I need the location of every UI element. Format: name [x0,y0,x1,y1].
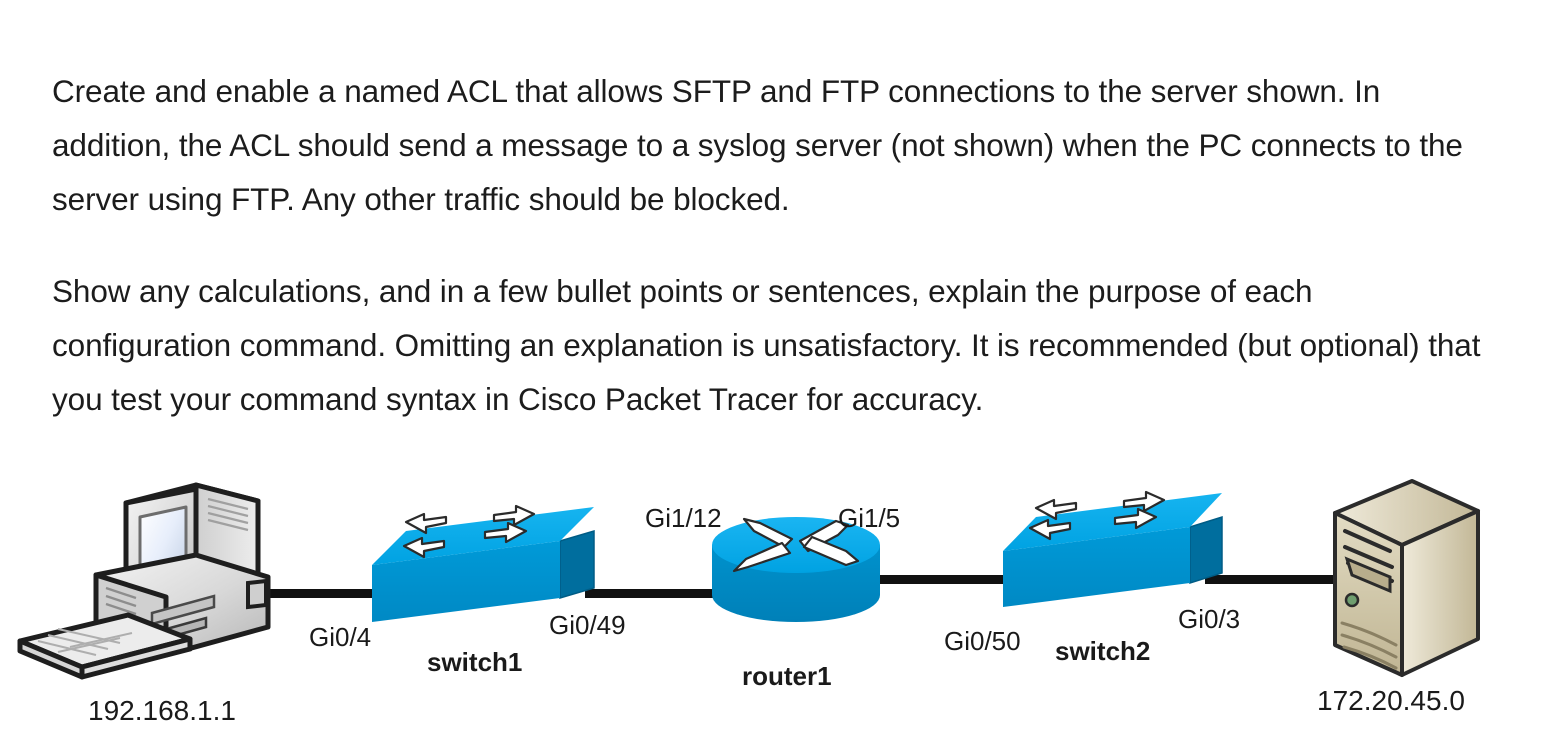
switch2-icon [1003,490,1223,607]
instruction-paragraph-1: Create and enable a named ACL that allow… [52,72,1463,217]
device-name-switch2: switch2 [1055,636,1151,666]
link-switch1-router1 [585,589,715,598]
ip-label-server: 172.20.45.0 [1317,685,1465,716]
interface-label-switch2-left: Gi0/50 [944,626,1021,656]
ip-label-pc: 192.168.1.1 [88,695,236,726]
pc-icon [17,482,271,680]
router1-icon [712,517,880,622]
link-pc-switch1 [248,589,380,598]
network-topology-diagram: Gi1/12 Gi1/5 Gi0/4 Gi0/49 switch1 router… [0,455,1549,747]
topology-svg [17,479,1480,680]
interface-label-router1-left: Gi1/12 [645,503,722,533]
link-router1-switch2 [880,575,1010,584]
interface-label-router1-right: Gi1/5 [838,503,901,533]
server-icon [1333,479,1480,677]
device-name-switch1: switch1 [427,647,523,677]
interface-label-switch1-right: Gi0/49 [549,610,626,640]
switch1-icon [372,504,595,622]
device-name-router1: router1 [742,661,832,691]
interface-label-switch2-right: Gi0/3 [1178,604,1241,634]
instruction-paragraph-2: Show any calculations, and in a few bull… [52,272,1481,417]
interface-label-switch1-left: Gi0/4 [309,622,372,652]
link-switch2-server [1205,575,1340,584]
